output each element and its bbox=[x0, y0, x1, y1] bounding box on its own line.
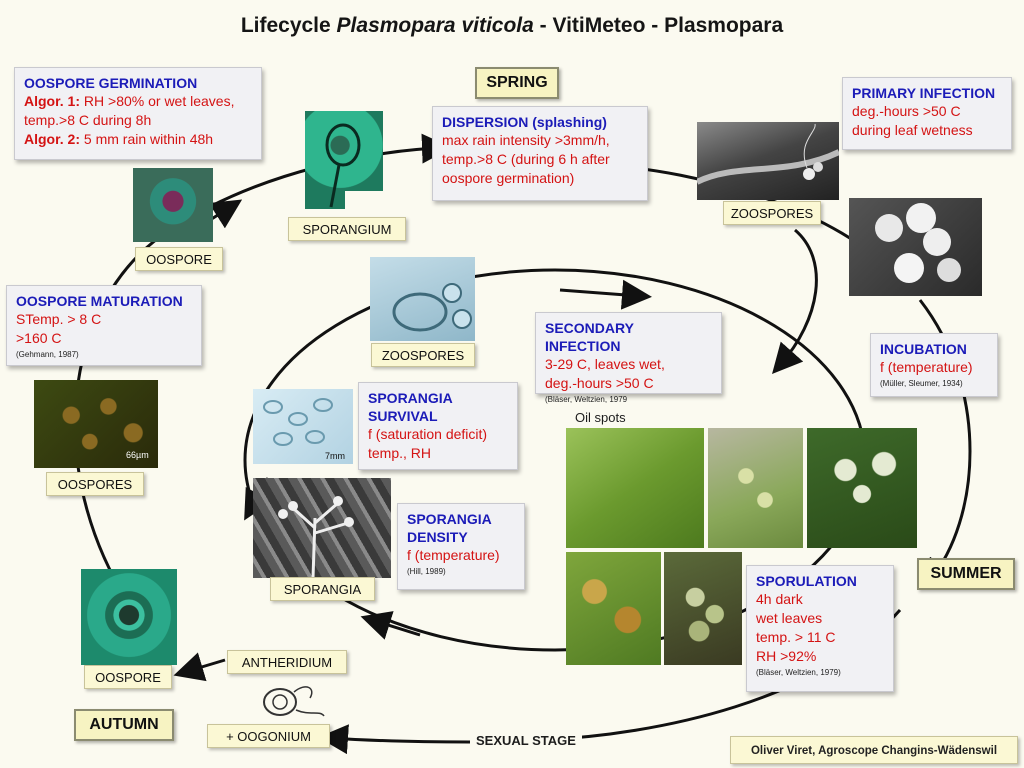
zoospores-mid-drawing bbox=[392, 283, 472, 332]
diagram-title: Lifecycle Plasmopara viticola - VitiMete… bbox=[0, 14, 1024, 38]
sporangia-survival-line: temp., RH bbox=[368, 445, 432, 461]
sporangia-survival-drawing bbox=[263, 398, 333, 446]
dispersion-line: temp.>8 C (during 6 h after bbox=[442, 151, 610, 167]
primary-infection-line: deg.-hours >50 C bbox=[852, 103, 961, 119]
season-summer: SUMMER bbox=[917, 558, 1015, 590]
algor1-text: RH >80% or wet leaves, bbox=[80, 93, 235, 109]
outer-cycle-up-left bbox=[208, 199, 243, 229]
sporangia-density-box: SPORANGIA DENSITY f (temperature) (Hill,… bbox=[397, 503, 525, 590]
dispersion-line: max rain intensity >3mm/h, bbox=[442, 132, 610, 148]
oospore-bottom-photo bbox=[81, 569, 177, 665]
secondary-infection-line: 3-29 C, leaves wet, bbox=[545, 356, 665, 372]
oospore-maturation-line: STemp. > 8 C bbox=[16, 311, 102, 327]
oil-spots-label: Oil spots bbox=[575, 410, 626, 425]
oogonium-drawing bbox=[263, 686, 325, 717]
sporulation-line: temp. > 11 C bbox=[756, 629, 836, 645]
sporangia-density-heading: SPORANGIA bbox=[407, 511, 492, 527]
season-spring: SPRING bbox=[475, 67, 559, 99]
dispersion-line: oospore germination) bbox=[442, 170, 575, 186]
secondary-infection-citation: (Bläser, Weltzien, 1979 bbox=[545, 395, 628, 404]
algor1-key: Algor. 1: bbox=[24, 93, 81, 109]
sporulation-citation: (Bläser, Weltzien, 1979) bbox=[756, 668, 841, 677]
label-sporangium: SPORANGIUM bbox=[288, 217, 406, 241]
oospore-germination-box: OOSPORE GERMINATION Algor. 1: RH >80% or… bbox=[14, 67, 262, 160]
algor2-text: 5 mm rain within 48h bbox=[80, 131, 214, 147]
label-oospore-bottom: OOSPORE bbox=[84, 665, 172, 689]
title-species: Plasmopara viticola bbox=[336, 14, 534, 37]
oospores-scale-bar: 66µm bbox=[126, 450, 149, 460]
secondary-infection-box: SECONDARY INFECTION 3-29 C, leaves wet, … bbox=[535, 312, 722, 404]
outer-cycle-bottom bbox=[318, 724, 471, 755]
oogonium-drawing-area bbox=[254, 680, 329, 720]
secondary-infection-line: deg.-hours >50 C bbox=[545, 375, 654, 391]
oospores-photo: 66µm bbox=[34, 380, 158, 468]
sporulation-line: RH >92% bbox=[756, 648, 817, 664]
label-antheridium: ANTHERIDIUM bbox=[227, 650, 347, 674]
zoospores-to-secondary-arrow bbox=[772, 228, 818, 374]
oospore-maturation-heading: OOSPORE MATURATION bbox=[16, 293, 183, 309]
sporangia-survival-photo: 7mm bbox=[253, 389, 353, 464]
sporangia-sem-drawing bbox=[278, 496, 354, 578]
season-autumn: AUTUMN bbox=[74, 709, 174, 741]
sporulation-box: SPORULATION 4h dark wet leaves temp. > 1… bbox=[746, 565, 894, 692]
oospore-maturation-line: >160 C bbox=[16, 330, 62, 346]
zoospores-cluster-drawing bbox=[875, 203, 961, 283]
sporangia-survival-heading: SURVIVAL bbox=[368, 408, 438, 424]
incubation-box: INCUBATION f (temperature) (Müller, Sleu… bbox=[870, 333, 998, 397]
zoospores-cluster-photo bbox=[849, 198, 982, 296]
inner-cycle-arrow-bottom bbox=[360, 611, 421, 640]
outer-cycle-to-oospore bbox=[173, 652, 226, 682]
sporangia-survival-box: SPORANGIA SURVIVAL f (saturation deficit… bbox=[358, 382, 518, 470]
algor1-line2: temp.>8 C during 8h bbox=[24, 112, 152, 128]
sporulation-line: 4h dark bbox=[756, 591, 803, 607]
label-zoospores-top: ZOOSPORES bbox=[723, 201, 821, 225]
incubation-line: f (temperature) bbox=[880, 359, 973, 375]
label-sporangia: SPORANGIA bbox=[270, 577, 375, 601]
inner-cycle-arrow bbox=[559, 279, 652, 310]
label-oogonium: + OOGONIUM bbox=[207, 724, 330, 748]
infected-grapes-photo bbox=[664, 552, 742, 665]
oospore-top-photo bbox=[133, 168, 213, 242]
label-oospores: OOSPORES bbox=[46, 472, 144, 496]
sporangia-sem-photo bbox=[253, 478, 391, 578]
sporangium-photo bbox=[305, 111, 383, 209]
infected-leaf-spots-photo bbox=[566, 552, 661, 665]
primary-infection-heading: PRIMARY INFECTION bbox=[852, 85, 996, 101]
sporangia-survival-heading: SPORANGIA bbox=[368, 390, 453, 406]
oospore-maturation-citation: (Gehmann, 1987) bbox=[16, 350, 79, 359]
label-oospore-top: OOSPORE bbox=[135, 247, 223, 271]
oospore-maturation-box: OOSPORE MATURATION STemp. > 8 C >160 C (… bbox=[6, 285, 202, 366]
primary-infection-line: during leaf wetness bbox=[852, 122, 973, 138]
sporangia-density-heading: DENSITY bbox=[407, 529, 468, 545]
sporulation-heading: SPORULATION bbox=[756, 573, 857, 589]
oil-spot-leaf-photo bbox=[566, 428, 704, 548]
zoospores-sem-drawing bbox=[697, 123, 839, 185]
algor2-key: Algor. 2: bbox=[24, 131, 81, 147]
sporangium-drawing bbox=[325, 123, 383, 209]
sporulation-line: wet leaves bbox=[756, 610, 823, 626]
zoospores-mid-photo bbox=[370, 257, 475, 341]
sporangia-survival-scale-bar: 7mm bbox=[325, 451, 345, 461]
incubation-citation: (Müller, Sleumer, 1934) bbox=[880, 379, 963, 388]
dispersion-heading: DISPERSION (splashing) bbox=[442, 114, 607, 130]
label-zoospores-mid: ZOOSPORES bbox=[371, 343, 475, 367]
sporangia-survival-line: f (saturation deficit) bbox=[368, 426, 488, 442]
secondary-infection-heading: SECONDARY INFECTION bbox=[545, 320, 634, 354]
infected-inflorescence-photo bbox=[708, 428, 803, 548]
sporangia-density-citation: (Hill, 1989) bbox=[407, 567, 446, 576]
oospore-germination-heading: OOSPORE GERMINATION bbox=[24, 75, 198, 91]
infected-cluster-photo bbox=[807, 428, 917, 548]
primary-infection-box: PRIMARY INFECTION deg.-hours >50 C durin… bbox=[842, 77, 1012, 150]
dispersion-box: DISPERSION (splashing) max rain intensit… bbox=[432, 106, 648, 201]
label-sexual-stage: SEXUAL STAGE bbox=[470, 733, 582, 748]
incubation-heading: INCUBATION bbox=[880, 341, 967, 357]
title-prefix: Lifecycle bbox=[240, 14, 337, 37]
title-suffix: - VitiMeteo - Plasmopara bbox=[533, 14, 784, 37]
sporangia-density-line: f (temperature) bbox=[407, 547, 500, 563]
author-credit: Oliver Viret, Agroscope Changins-Wädensw… bbox=[730, 736, 1018, 764]
zoospores-sem-photo bbox=[697, 122, 839, 200]
